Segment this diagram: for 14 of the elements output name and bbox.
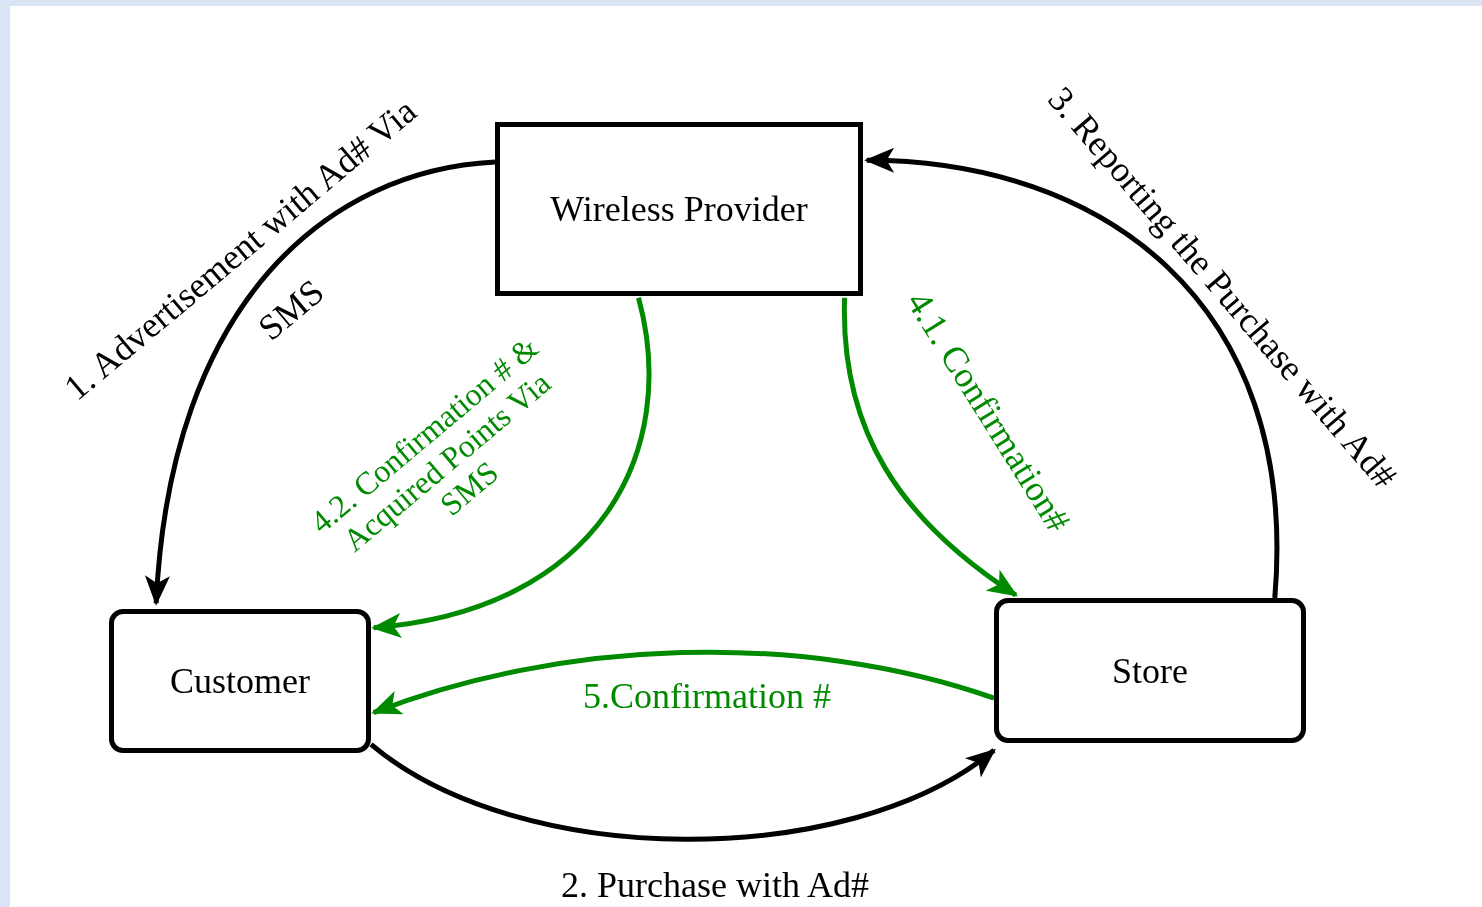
process-box — [994, 598, 1306, 743]
arrow — [864, 149, 1279, 599]
node-label: Customer — [170, 660, 310, 702]
edge-label: 5.Confirmation # — [582, 677, 832, 717]
arrow — [369, 742, 997, 842]
node-label: Store — [1112, 649, 1188, 692]
arrow — [146, 159, 496, 606]
process-box — [495, 122, 863, 296]
process-box — [109, 609, 371, 753]
edge-label: 2. Purchase with Ad# — [560, 866, 870, 906]
arrow — [371, 297, 652, 637]
arrow — [842, 297, 1018, 598]
node-label: Wireless Provider — [550, 188, 808, 230]
arrow — [371, 650, 995, 716]
